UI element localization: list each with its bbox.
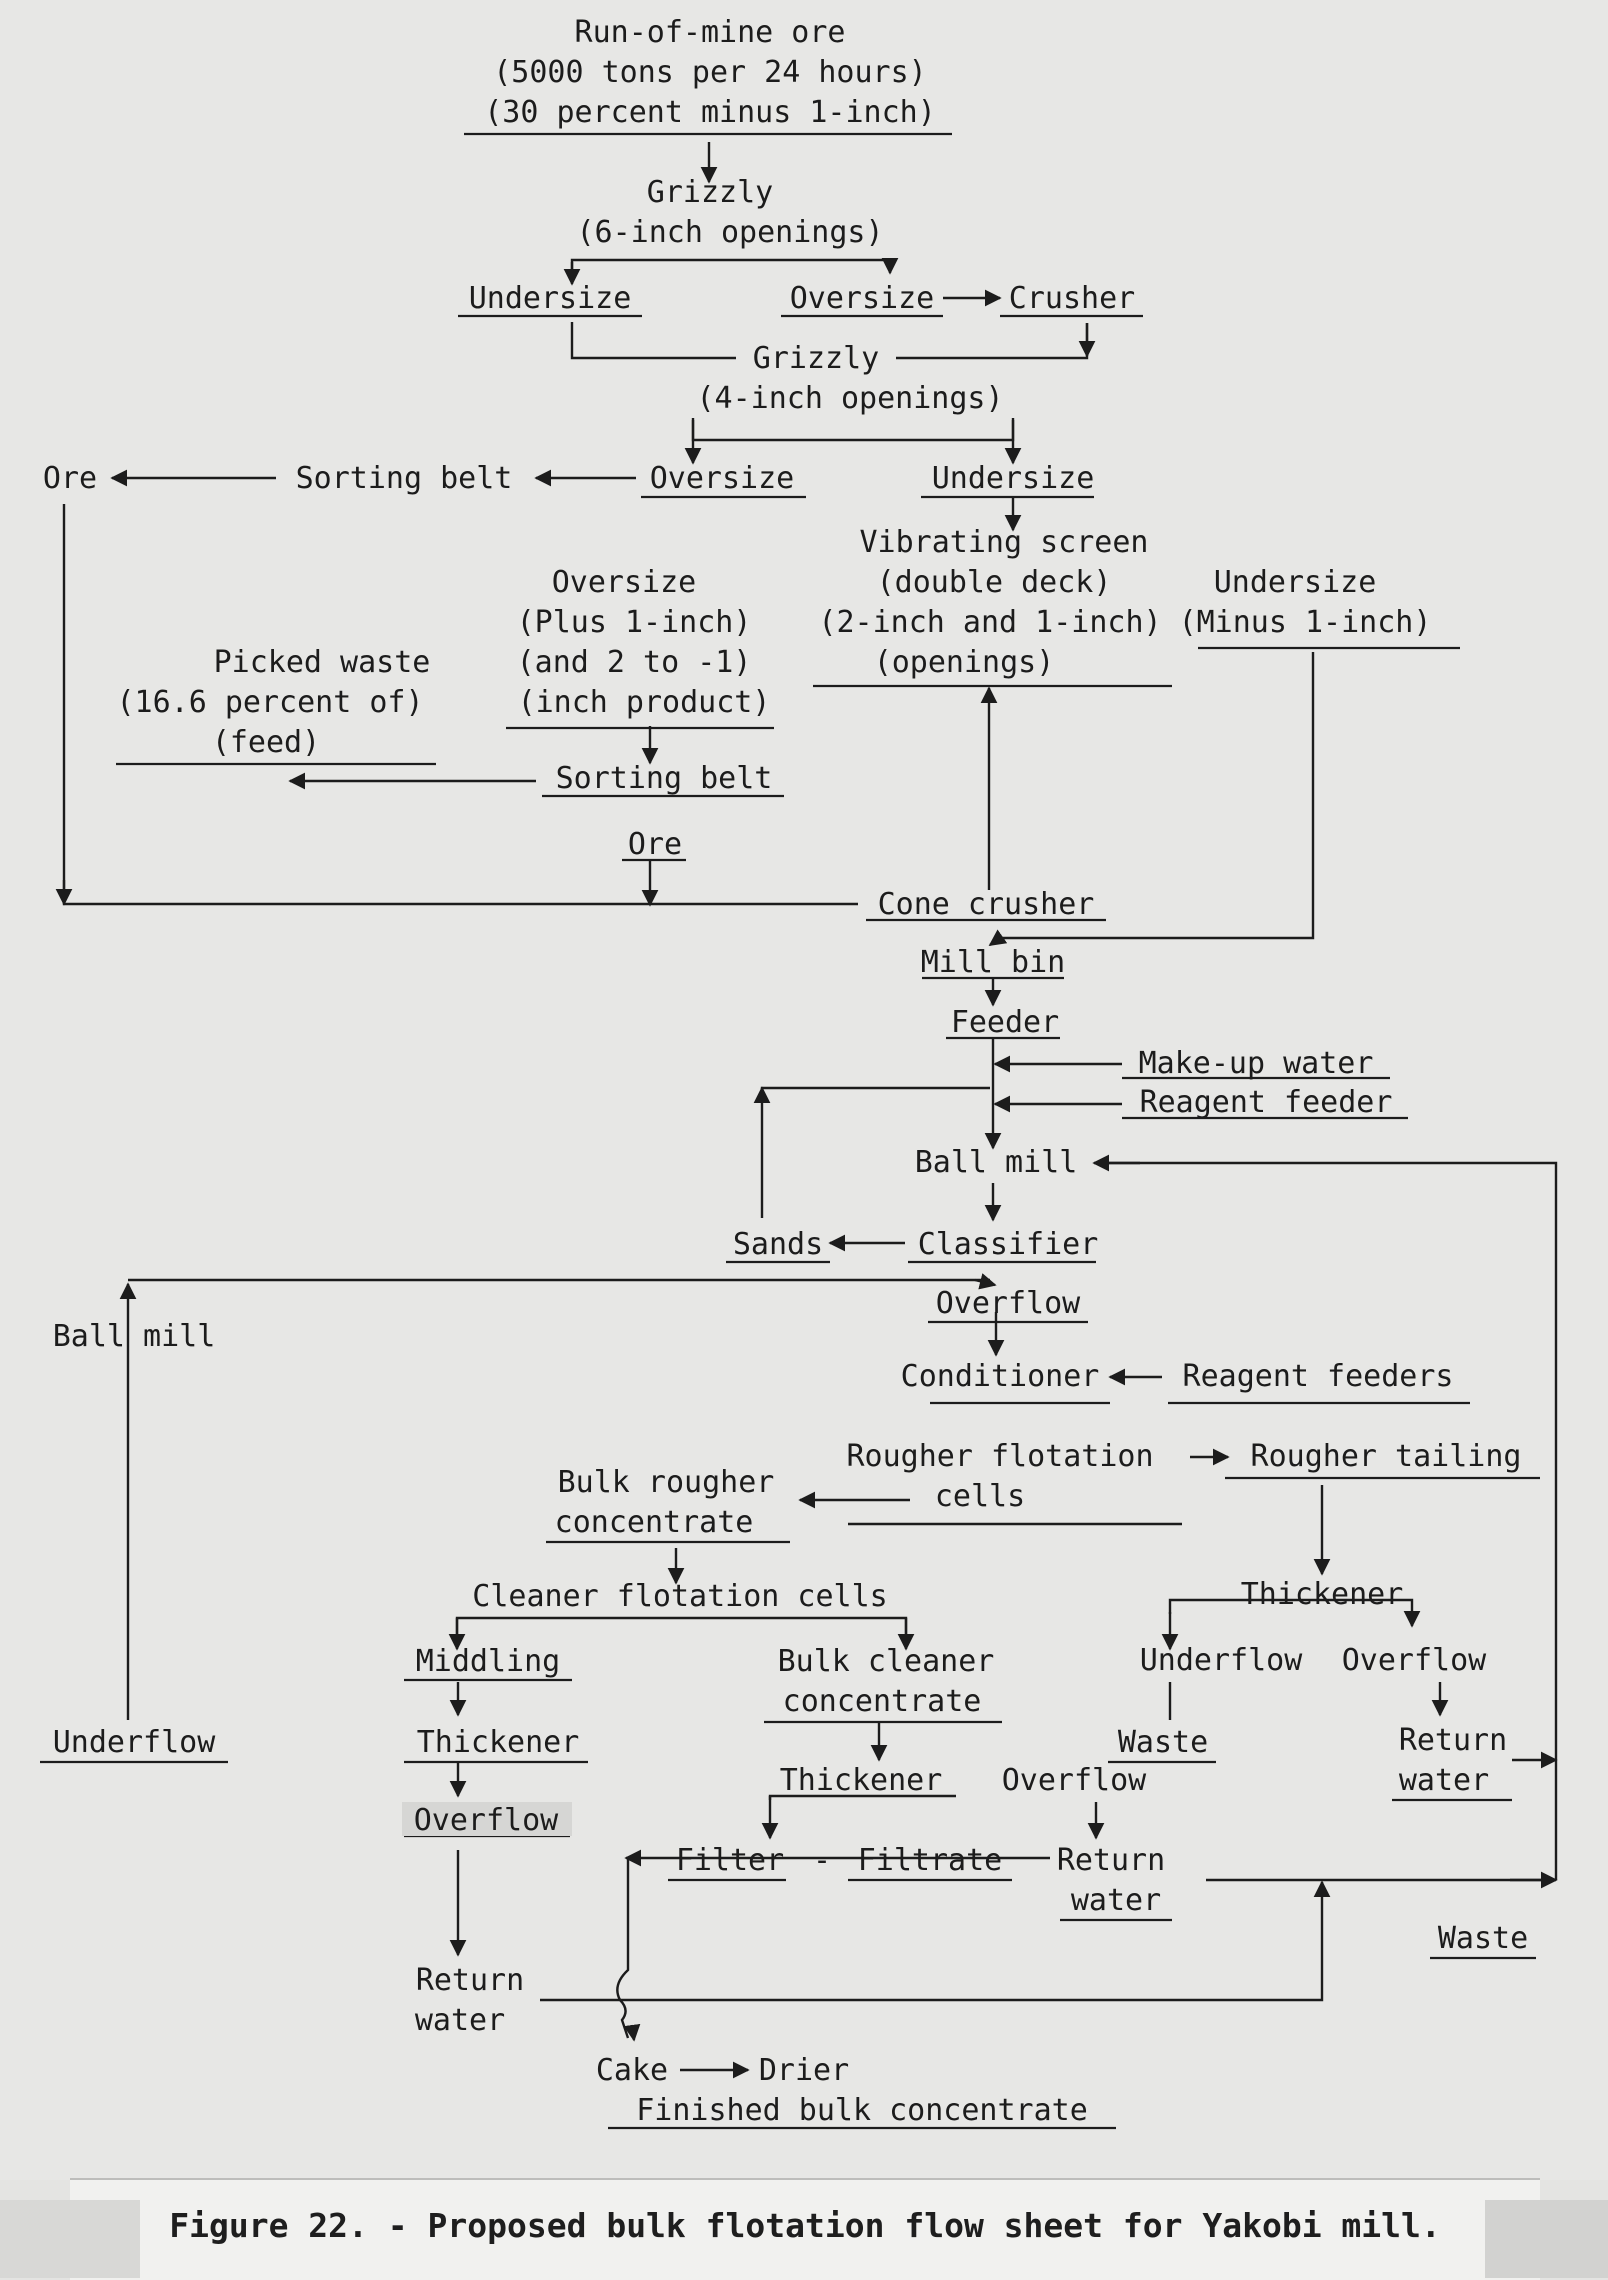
node-overflow-cleaner: Overflow	[1002, 1763, 1147, 1798]
underlines	[40, 132, 1540, 2130]
flow-diagram: Run-of-mine ore (5000 tons per 24 hours)…	[40, 15, 1558, 2130]
node-ore-2: Ore	[628, 827, 682, 862]
node-undersize-1: Undersize	[469, 281, 632, 316]
node-waste-1: Waste	[1118, 1725, 1208, 1760]
node-oversize-3: Oversize	[552, 565, 697, 600]
node-two-to-one: (and 2 to -1)	[517, 645, 752, 680]
node-thickener-middling: Thickener	[417, 1725, 580, 1760]
node-return-water-1b: water	[1399, 1763, 1489, 1798]
node-classifier: Classifier	[918, 1227, 1099, 1262]
node-crusher: Crusher	[1009, 281, 1135, 316]
node-screen-sizes: (2-inch and 1-inch)	[818, 605, 1161, 640]
node-grizzly-2: Grizzly	[753, 341, 879, 376]
node-return-water-3b: water	[415, 2003, 505, 2038]
highlight-overflow-middling	[402, 1802, 572, 1836]
node-rougher-tailing: Rougher tailing	[1251, 1439, 1522, 1474]
node-tons-per-day: (5000 tons per 24 hours)	[493, 55, 926, 90]
node-reagent-feeder: Reagent feeder	[1140, 1085, 1393, 1120]
node-bulk-cleaner: Bulk cleaner	[778, 1644, 995, 1679]
node-return-water-1: Return	[1399, 1723, 1507, 1758]
caption-margin-left	[0, 2200, 140, 2278]
node-inch-product: (inch product)	[518, 685, 771, 720]
node-vibrating-screen: Vibrating screen	[860, 525, 1149, 560]
node-cake: Cake	[596, 2053, 668, 2088]
node-plus-one-inch: (Plus 1-inch)	[517, 605, 752, 640]
node-conditioner: Conditioner	[901, 1359, 1100, 1394]
node-return-water-3: Return	[416, 1963, 524, 1998]
node-undersize-3: Undersize	[1214, 565, 1377, 600]
flow-sheet-page	[0, 0, 1608, 2180]
node-underflow-left: Underflow	[53, 1725, 216, 1760]
figure-caption: Figure 22. - Proposed bulk flotation flo…	[169, 2206, 1441, 2245]
node-bulk-rougher-concentrate: concentrate	[555, 1505, 754, 1540]
node-ore-left: Ore	[43, 461, 97, 496]
node-drier: Drier	[759, 2053, 849, 2088]
node-finished-bulk-concentrate: Finished bulk concentrate	[636, 2093, 1088, 2128]
node-filtrate: Filtrate	[858, 1843, 1003, 1878]
node-dash: -	[813, 1843, 831, 1878]
node-bulk-rougher: Bulk rougher	[558, 1465, 775, 1500]
node-cleaner-flotation-cells: Cleaner flotation cells	[472, 1579, 887, 1614]
node-sorting-belt-2: Sorting belt	[556, 761, 773, 796]
connector-lines	[55, 142, 1558, 2079]
node-return-water-2: Return	[1057, 1843, 1165, 1878]
node-sorting-belt-1: Sorting belt	[296, 461, 513, 496]
node-make-up-water: Make-up water	[1139, 1046, 1374, 1081]
caption-margin-right	[1485, 2200, 1608, 2278]
node-overflow-middling: Overflow	[414, 1803, 559, 1838]
node-oversize-2: Oversize	[650, 461, 795, 496]
node-feed: (feed)	[212, 725, 320, 760]
node-middling: Middling	[416, 1644, 561, 1679]
node-filter: Filter	[676, 1843, 784, 1878]
node-ball-mill-left: Ball mill	[53, 1319, 216, 1354]
node-mill-bin: Mill bin	[921, 945, 1066, 980]
node-waste-percent: (16.6 percent of)	[116, 685, 423, 720]
node-undersize-2: Undersize	[932, 461, 1095, 496]
node-grizzly-1: Grizzly	[647, 175, 773, 210]
node-rougher-flotation: Rougher flotation	[846, 1439, 1153, 1474]
node-return-water-2b: water	[1071, 1883, 1161, 1918]
node-minus-one-inch-2: (Minus 1-inch)	[1179, 605, 1432, 640]
node-waste-2: Waste	[1438, 1921, 1528, 1956]
node-cone-crusher: Cone crusher	[878, 887, 1095, 922]
node-ball-mill: Ball mill	[915, 1145, 1078, 1180]
node-reagent-feeders: Reagent feeders	[1183, 1359, 1454, 1394]
node-run-of-mine-ore: Run-of-mine ore	[575, 15, 846, 50]
node-oversize-1: Oversize	[790, 281, 935, 316]
node-labels: Run-of-mine ore (5000 tons per 24 hours)…	[43, 15, 1528, 2128]
node-bulk-cleaner-concentrate: concentrate	[783, 1684, 982, 1719]
node-underflow-right: Underflow	[1140, 1643, 1303, 1678]
node-grizzly-1-openings: (6-inch openings)	[576, 215, 883, 250]
node-sands: Sands	[733, 1227, 823, 1262]
node-rougher-cells: cells	[935, 1479, 1025, 1514]
node-picked-waste: Picked waste	[214, 645, 431, 680]
node-minus-one-inch: (30 percent minus 1-inch)	[484, 95, 936, 130]
caption-band	[70, 2178, 1540, 2280]
node-overflow-right: Overflow	[1342, 1643, 1487, 1678]
node-overflow-1: Overflow	[936, 1286, 1081, 1321]
node-thickener-right: Thickener	[1241, 1577, 1404, 1612]
node-double-deck: (double deck)	[877, 565, 1112, 600]
node-feeder: Feeder	[951, 1005, 1059, 1040]
node-grizzly-2-openings: (4-inch openings)	[696, 381, 1003, 416]
node-thickener-cleaner: Thickener	[780, 1763, 943, 1798]
node-screen-openings: (openings)	[874, 645, 1055, 680]
